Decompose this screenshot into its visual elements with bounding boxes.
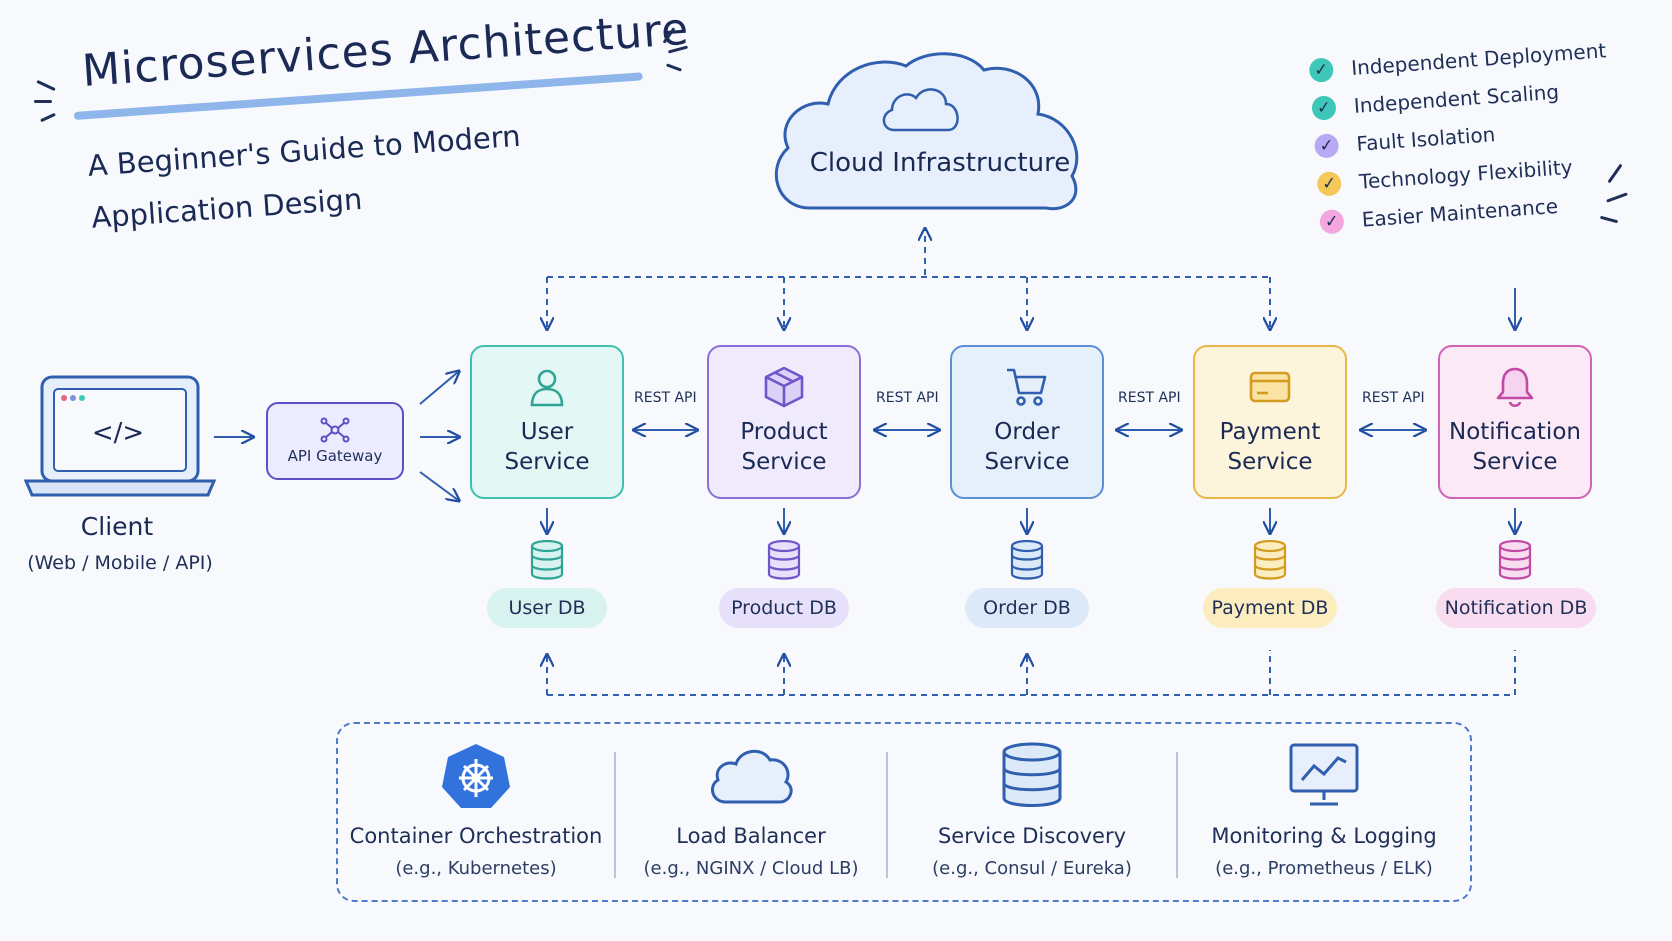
payment-service-node: Payment Service [1193, 345, 1347, 499]
infra-divider [886, 752, 888, 878]
check-icon: ✓ [1311, 95, 1337, 121]
infra-title: Load Balancer [676, 824, 826, 848]
notification-db-label: Notification DB [1436, 588, 1596, 628]
service-name: User Service [504, 419, 590, 475]
infrastructure-panel [336, 722, 1472, 902]
check-icon: ✓ [1316, 171, 1343, 197]
laptop-icon [24, 375, 216, 497]
client-label: Client [80, 512, 154, 541]
infra-title: Monitoring & Logging [1211, 824, 1437, 848]
monitor-chart-icon [1289, 743, 1359, 806]
check-icon: ✓ [1308, 57, 1335, 83]
cloud-icon [710, 749, 793, 804]
box-icon [764, 366, 804, 408]
notification-service-node: Notification Service [1438, 345, 1592, 499]
benefit-label: Fault Isolation [1355, 122, 1497, 156]
check-icon: ✓ [1319, 208, 1345, 235]
api-gateway-label: API Gateway [287, 447, 383, 465]
rest-api-label: REST API [1362, 390, 1425, 406]
cart-icon [1007, 368, 1047, 406]
database-icon [530, 540, 564, 580]
infra-title: Service Discovery [937, 824, 1127, 848]
infra-item-container-orchestration: Container Orchestration (e.g., Kubernete… [346, 742, 606, 879]
title-spark-mark [34, 100, 52, 103]
infra-divider [614, 752, 616, 878]
rest-api-label: REST API [1118, 390, 1181, 406]
rest-api-label: REST API [634, 390, 697, 406]
title-spark-mark [36, 79, 56, 92]
network-hub-icon [320, 417, 350, 443]
card-icon [1249, 371, 1291, 403]
infra-item-load-balancer: Load Balancer (e.g., NGINX / Cloud LB) [622, 742, 880, 879]
database-icon [1253, 540, 1287, 580]
service-name: Order Service [984, 419, 1070, 475]
cloud-infrastructure-icon [774, 52, 1079, 211]
cloud-infrastructure-label: Cloud Infrastructure [809, 148, 1071, 178]
infra-item-monitoring-logging: Monitoring & Logging (e.g., Prometheus /… [1186, 742, 1462, 879]
product-service-node: Product Service [707, 345, 861, 499]
database-icon [1010, 540, 1044, 580]
infra-sub: (e.g., Consul / Eureka) [932, 858, 1132, 879]
database-icon [1498, 540, 1532, 580]
product-db-label: Product DB [719, 588, 849, 628]
infra-sub: (e.g., NGINX / Cloud LB) [643, 858, 859, 879]
title-spark-mark [40, 112, 56, 123]
check-icon: ✓ [1313, 133, 1340, 159]
infra-item-service-discovery: Service Discovery (e.g., Consul / Eureka… [894, 742, 1170, 879]
kubernetes-icon [442, 744, 510, 808]
user-service-node: User Service [470, 345, 624, 499]
infra-sub: (e.g., Prometheus / ELK) [1215, 858, 1433, 879]
page-subtitle: A Beginner's Guide to Modern Application… [86, 118, 522, 235]
infra-sub: (e.g., Kubernetes) [395, 858, 557, 879]
database-icon [1002, 742, 1062, 807]
infra-divider [1176, 752, 1178, 878]
payment-db-label: Payment DB [1203, 588, 1337, 628]
service-name: Payment Service [1219, 419, 1321, 475]
client-sublabel: (Web / Mobile / API) [27, 552, 213, 574]
benefits-list: ✓ Independent Deployment ✓ Independent S… [1308, 31, 1618, 241]
user-db-label: User DB [487, 588, 607, 628]
user-icon [530, 369, 564, 407]
order-db-label: Order DB [965, 588, 1089, 628]
infra-title: Container Orchestration [349, 824, 603, 848]
benefit-label: Easier Maintenance [1360, 193, 1559, 232]
code-icon: </> [91, 418, 145, 448]
database-icon [767, 540, 801, 580]
rest-api-label: REST API [876, 390, 939, 406]
order-service-node: Order Service [950, 345, 1104, 499]
service-name: Notification Service [1449, 419, 1581, 475]
bell-icon [1496, 367, 1534, 408]
api-gateway-node: API Gateway [266, 402, 404, 480]
title-spark-mark [665, 63, 683, 72]
service-name: Product Service [740, 419, 828, 475]
